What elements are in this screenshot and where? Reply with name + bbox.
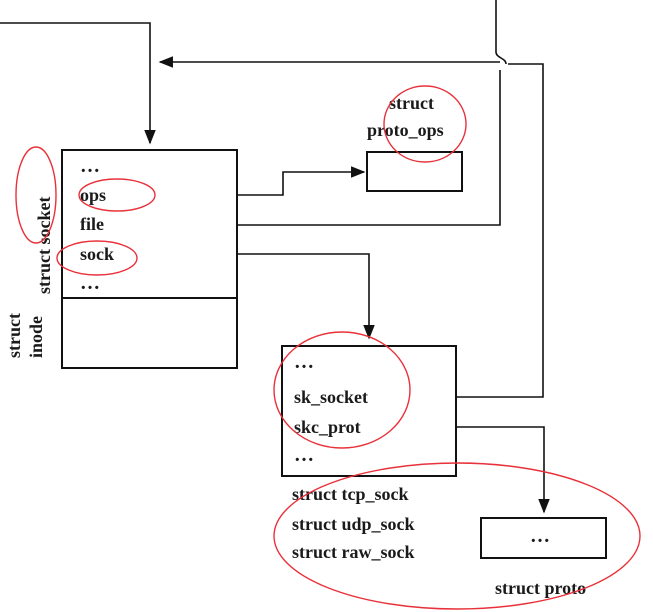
- incoming-top-right-line: [495, 0, 507, 65]
- highlight-proto-ops: [383, 85, 467, 163]
- socket-field-ops: ops: [80, 185, 106, 205]
- inode-title-line2: inode: [26, 316, 46, 358]
- inode-title-line1: struct: [4, 313, 24, 358]
- proto-label: struct proto: [495, 578, 586, 598]
- highlight-sk-fields: [273, 331, 411, 449]
- proto-box: [480, 517, 607, 559]
- sock-box: [281, 345, 457, 477]
- sock-field-skc-prot: skc_prot: [294, 417, 361, 437]
- incoming-top-left-line: [0, 22, 156, 145]
- highlight-sock: [56, 240, 138, 276]
- proto-ops-label-line1: struct: [389, 93, 434, 113]
- socket-field-dots-top: …: [80, 155, 100, 177]
- highlight-sock-types: [273, 462, 641, 610]
- sock-type-tcp: struct tcp_sock: [292, 484, 408, 504]
- sock-type-raw: struct raw_sock: [292, 542, 414, 562]
- highlight-struct-socket: [15, 146, 57, 244]
- sock-field-dots-bottom: …: [294, 444, 314, 466]
- proto-box-dots: …: [530, 525, 550, 547]
- socket-field-sock: sock: [80, 244, 114, 264]
- sk-socket-line: [396, 63, 544, 398]
- proto-ops-box: [366, 151, 463, 192]
- file-line: [130, 70, 501, 226]
- proto-ops-label-line2: proto_ops: [367, 120, 444, 140]
- highlight-ops: [78, 178, 156, 212]
- socket-field-file: file: [80, 214, 104, 234]
- sock-field-dots-top: …: [294, 351, 314, 373]
- inode-box: [61, 297, 238, 369]
- socket-field-dots-bottom: …: [80, 272, 100, 294]
- sock-type-udp: struct udp_sock: [292, 514, 415, 534]
- sock-field-sk-socket: sk_socket: [294, 387, 368, 407]
- socket-box-title: struct socket: [34, 197, 54, 294]
